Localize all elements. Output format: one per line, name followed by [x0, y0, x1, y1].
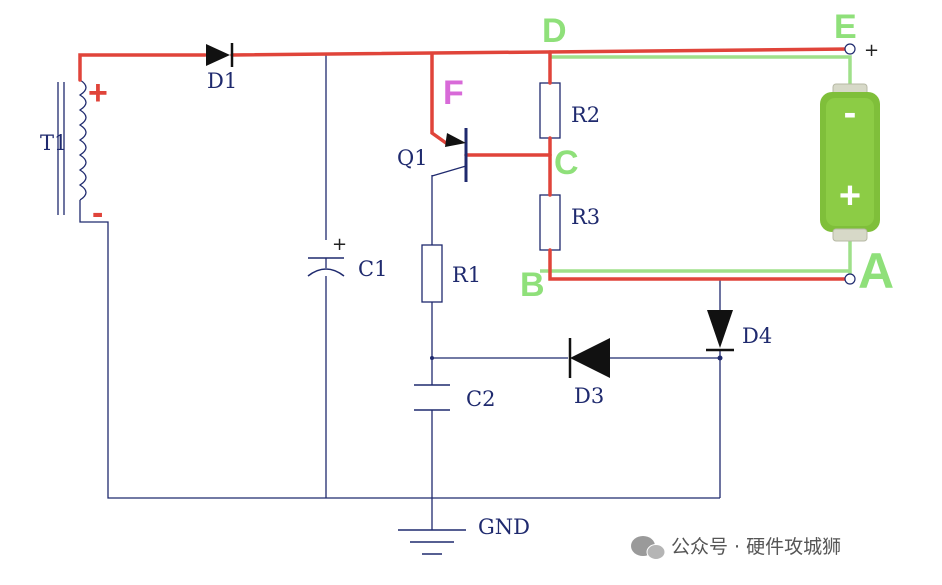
capacitor-c1 [307, 257, 345, 277]
terminal-plus-sign: + [864, 40, 879, 61]
node-c: C [554, 144, 579, 182]
label-r3: R3 [571, 205, 600, 229]
ground-symbol [398, 529, 466, 555]
label-r1: R1 [452, 263, 481, 287]
battery-minus-sign: - [844, 92, 857, 134]
node-d: D [542, 12, 567, 50]
label-t1: T1 [40, 131, 67, 155]
label-d3: D3 [574, 384, 604, 408]
resistor-r1 [421, 244, 443, 303]
terminal-e [844, 43, 856, 55]
node-b: B [520, 266, 545, 304]
node-a: A [858, 243, 894, 299]
junction-dot [717, 355, 723, 361]
label-q1: Q1 [397, 146, 428, 170]
label-c1: C1 [358, 257, 387, 281]
label-c2: C2 [466, 387, 495, 411]
thin-wires [79, 55, 721, 530]
battery-icon: - + [820, 83, 880, 242]
label-d1: D1 [207, 69, 237, 93]
c1-plus-sign: + [332, 234, 347, 255]
battery-plus-sign: + [839, 175, 861, 217]
wechat-icon-bubble [646, 544, 666, 560]
transformer-t1 [57, 79, 87, 215]
charging-current-path [78, 47, 852, 281]
resistor-r2 [539, 82, 561, 139]
junction-dot [430, 356, 434, 360]
label-d4: D4 [742, 324, 772, 348]
t1-minus-sign: - [92, 194, 103, 232]
watermark: 公众号 · 硬件攻城狮 [631, 536, 841, 560]
watermark-text: 公众号 · 硬件攻城狮 [671, 536, 841, 558]
label-r2: R2 [571, 103, 600, 127]
t1-plus-sign: + [88, 74, 108, 112]
node-e: E [834, 8, 857, 46]
capacitor-c2 [414, 384, 450, 411]
diode-d3 [568, 338, 610, 378]
label-gnd: GND [478, 515, 530, 539]
transistor-q1 [431, 128, 468, 182]
diode-d4 [706, 310, 734, 352]
terminal-a [844, 273, 856, 285]
battery-path [540, 55, 852, 277]
node-f: F [443, 74, 464, 112]
diode-d1 [206, 43, 234, 67]
resistor-r3 [539, 194, 561, 251]
